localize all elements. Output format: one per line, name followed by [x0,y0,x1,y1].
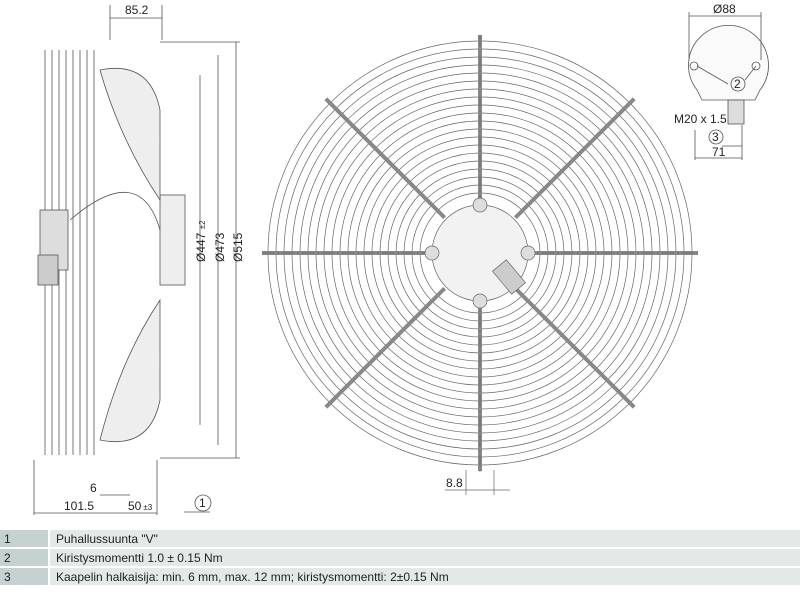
note-number: 3 [0,568,48,585]
rotor-hub [159,194,186,286]
guard-spoke [324,97,447,220]
gland [727,99,745,125]
cable-gland [37,254,59,286]
callout-3: 3 [712,130,719,144]
note-text: Puhallussuunta "V" [48,530,800,547]
blade-bottom [99,298,161,442]
guard-spoke [324,286,447,409]
terminal-box [491,259,527,295]
callout-1: 1 [199,496,206,510]
motor-top [688,24,769,101]
dim-depth: 85.2 [125,3,149,17]
dim-50: 50±3 [128,499,153,513]
callout-2: 2 [734,77,741,91]
dim-71: 71 [712,145,726,159]
guard-spoke [513,286,636,409]
blade-top [99,68,161,202]
dim-d447: Ø447 ±2 [194,220,208,262]
note-number: 1 [0,530,48,547]
dim-d473: Ø473 [213,232,227,262]
dim-6: 6 [90,481,97,495]
guard-spoke [513,97,636,220]
thread-size: M20 x 1.5 [674,112,727,126]
technical-drawing: 85.2 Ø447 ±2 Ø473 Ø515 6 101.5 50±3 1 8.… [33,2,769,515]
side-view [33,5,240,515]
dim-8-8: 8.8 [446,476,463,490]
front-view [262,35,698,495]
detail-view [688,12,769,160]
note-number: 2 [0,549,48,566]
note-text: Kiristysmomentti 1.0 ± 0.15 Nm [48,549,800,566]
dim-101-5: 101.5 [64,499,94,513]
dim-d515: Ø515 [231,232,245,262]
dim-d88: Ø88 [713,2,736,16]
note-text: Kaapelin halkaisija: min. 6 mm, max. 12 … [48,568,800,585]
